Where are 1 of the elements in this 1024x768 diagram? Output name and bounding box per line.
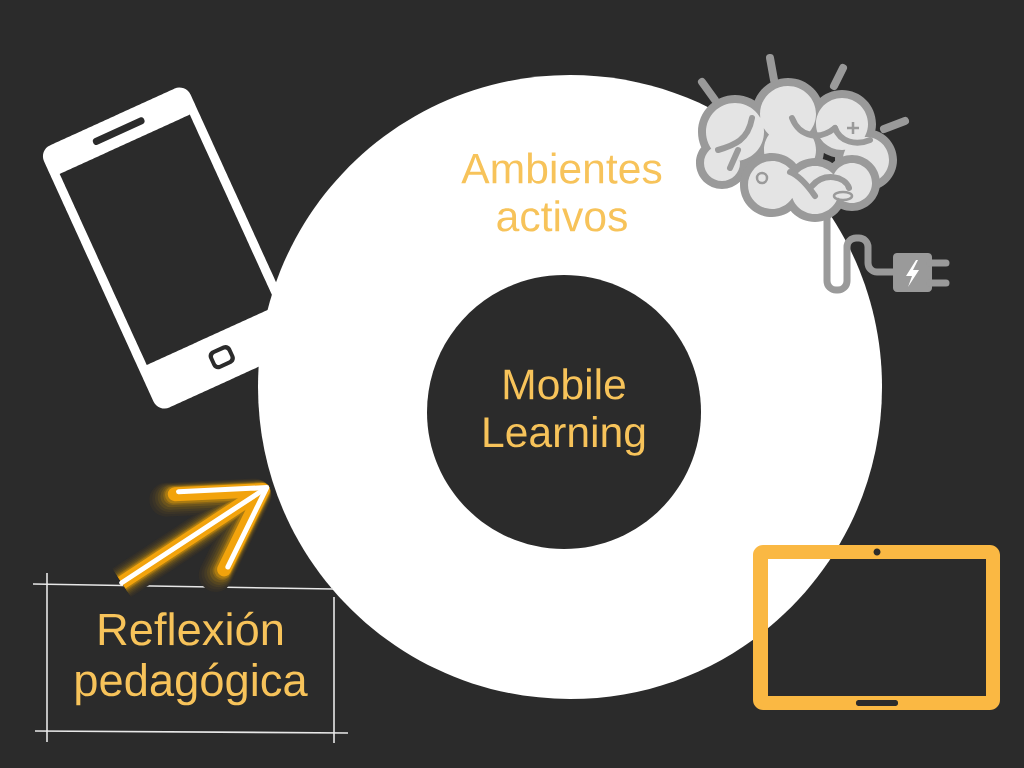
text-box: Reflexión pedagógica <box>32 572 349 744</box>
